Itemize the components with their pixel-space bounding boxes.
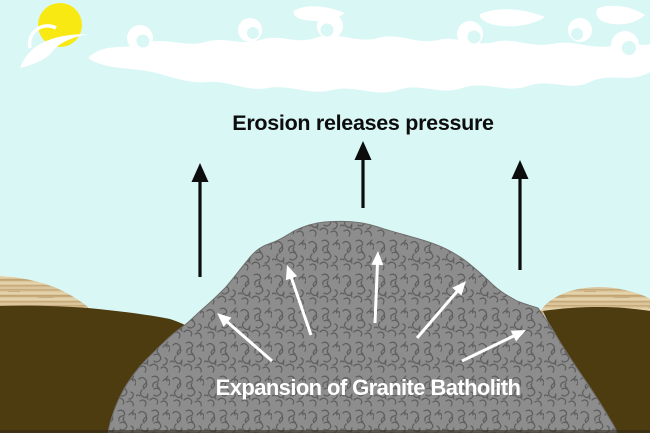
expansion-label: Expansion of Granite Batholith [216,375,521,400]
expansion-arrow-2 [289,275,313,336]
expansion-arrow-3 [373,262,379,324]
expansion-arrow-1 [217,313,232,327]
pressure-arrow-left [191,163,209,182]
cloud-icon [20,5,650,93]
cloud-wisp-over-sun [20,34,88,68]
expansion-arrow-4 [415,289,460,339]
cloud-top-blob-3 [596,5,645,25]
ground-shadow-strip [0,430,650,433]
soil-right [543,307,650,433]
cloud-top-blob-2 [479,9,545,27]
expansion-arrow-3 [371,251,384,266]
strata-left [0,276,88,312]
expansion-arrows [217,251,526,363]
expansion-arrow-4 [452,281,466,296]
pressure-arrows [191,141,529,277]
expansion-arrow-2 [285,265,298,281]
cloud-main-shape [88,35,650,93]
expansion-arrow-5 [510,330,526,342]
erosion-label: Erosion releases pressure [232,111,494,135]
granite-batholith [107,220,618,433]
pressure-arrow-center [354,141,372,160]
expansion-arrow-5 [461,333,516,363]
cloud-wisp-arc [27,24,57,49]
cloud-curls [127,13,639,59]
pressure-arrow-right [511,160,529,179]
expansion-arrow-1 [225,319,273,363]
soil-left [0,305,185,433]
